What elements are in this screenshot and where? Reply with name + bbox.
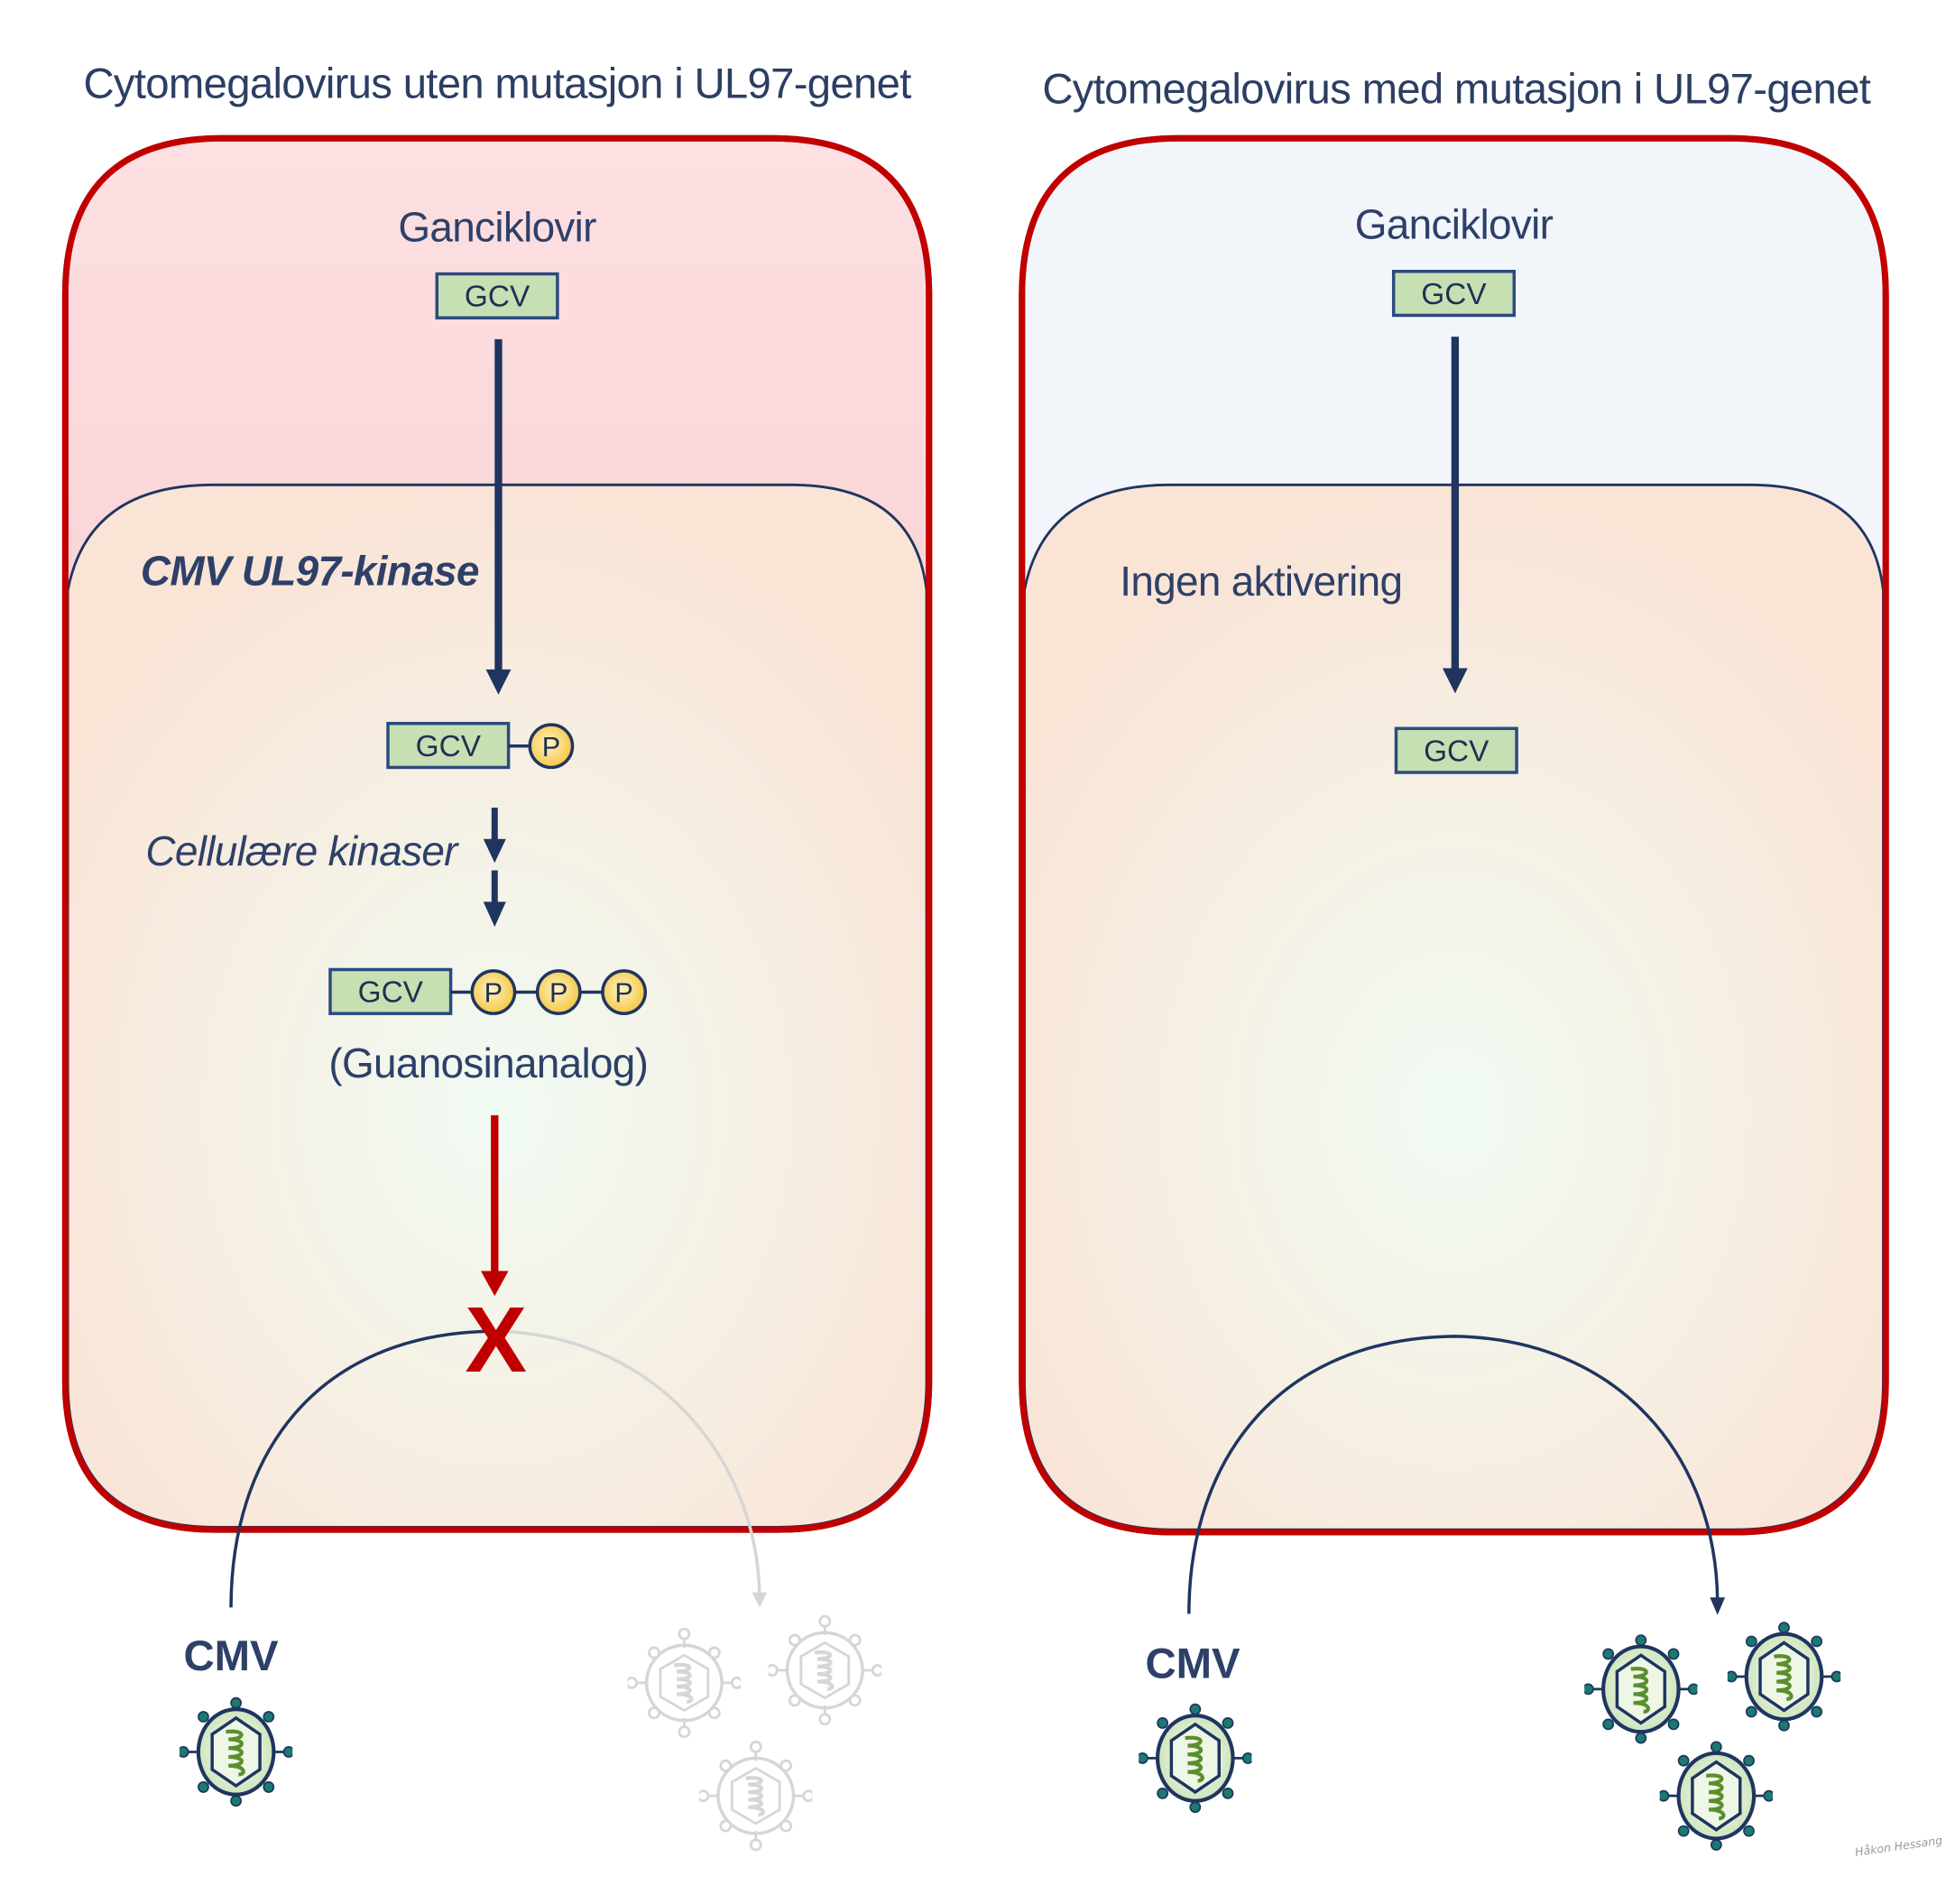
- progeny-virus-icon: [1583, 1635, 1699, 1743]
- gcv-label: GCV: [465, 281, 530, 314]
- phosphate-icon: [535, 969, 582, 1015]
- gcv-label: GCV: [416, 730, 482, 763]
- replication-arc: [229, 1329, 493, 1608]
- kinase-label: CMV UL97-kinase: [141, 548, 479, 595]
- cmv-virus-icon: [179, 1698, 294, 1807]
- gcv-box: GCV: [1391, 270, 1517, 318]
- gcv-triphosphate: GCV P P P: [328, 967, 648, 1015]
- artist-signature: Håkon Hessang: [1854, 1833, 1943, 1858]
- phosphate-label: P: [549, 978, 567, 1009]
- phosphate-icon: [470, 969, 517, 1015]
- gcv-label: GCV: [1421, 278, 1487, 311]
- gcv-unactivated: GCV: [1394, 726, 1518, 774]
- replication-arc-blocked: [494, 1329, 761, 1598]
- blocked-arrow-head: [752, 1592, 768, 1608]
- gcv-label: GCV: [1424, 735, 1489, 768]
- phosphate-label: P: [542, 732, 560, 763]
- progeny-virus-icon: [1658, 1742, 1774, 1850]
- no-activation-label: Ingen aktivering: [1120, 558, 1402, 605]
- activation-arrow-head: [485, 669, 512, 695]
- gcv-box: GCV: [435, 272, 559, 319]
- ghost-virus-icon: [698, 1742, 814, 1850]
- cmv-label: CMV: [184, 1632, 280, 1680]
- guanosine-analog-label: (Guanosinanalog): [328, 1040, 648, 1086]
- replication-arrow-head: [1710, 1597, 1726, 1615]
- replication-arc: [1187, 1335, 1720, 1614]
- inhibition-arrow-head: [480, 1271, 509, 1297]
- panel-without-mutation: Cytomegalovirus uten mutasjon i UL97-gen…: [61, 60, 933, 1850]
- cmv-virus-icon: [1138, 1705, 1253, 1813]
- gcv-monophosphate: GCV P: [386, 721, 575, 770]
- drug-name: Ganciklovir: [1355, 201, 1554, 248]
- ghost-virus-icon: [626, 1629, 742, 1737]
- cell-border: [61, 134, 933, 1533]
- drug-name: Ganciklovir: [398, 203, 596, 250]
- phosphate-icon: [528, 723, 575, 770]
- cellular-kinase-arrows: [483, 807, 506, 928]
- cmv-label: CMV: [1145, 1640, 1240, 1687]
- phosphate-label: P: [614, 978, 632, 1009]
- block-x-icon: X: [465, 1288, 527, 1391]
- ghost-virus-icon: [767, 1616, 882, 1724]
- blocked-progeny: [626, 1616, 882, 1850]
- panel-title: Cytomegalovirus med mutasjon i UL97-gene…: [1042, 65, 1870, 113]
- progeny-viruses: [1583, 1622, 1842, 1850]
- cell-border: [1019, 134, 1889, 1536]
- phosphate-label: P: [484, 978, 503, 1009]
- progeny-virus-icon: [1726, 1622, 1841, 1731]
- panel-with-mutation: Cytomegalovirus med mutasjon i UL97-gene…: [1019, 65, 1943, 1859]
- cellular-kinases-label: Cellulære kinaser: [145, 827, 459, 874]
- uptake-arrow-head: [1442, 668, 1468, 694]
- phosphate-icon: [601, 969, 648, 1015]
- panel-title: Cytomegalovirus uten mutasjon i UL97-gen…: [83, 60, 911, 108]
- gcv-label: GCV: [358, 976, 424, 1010]
